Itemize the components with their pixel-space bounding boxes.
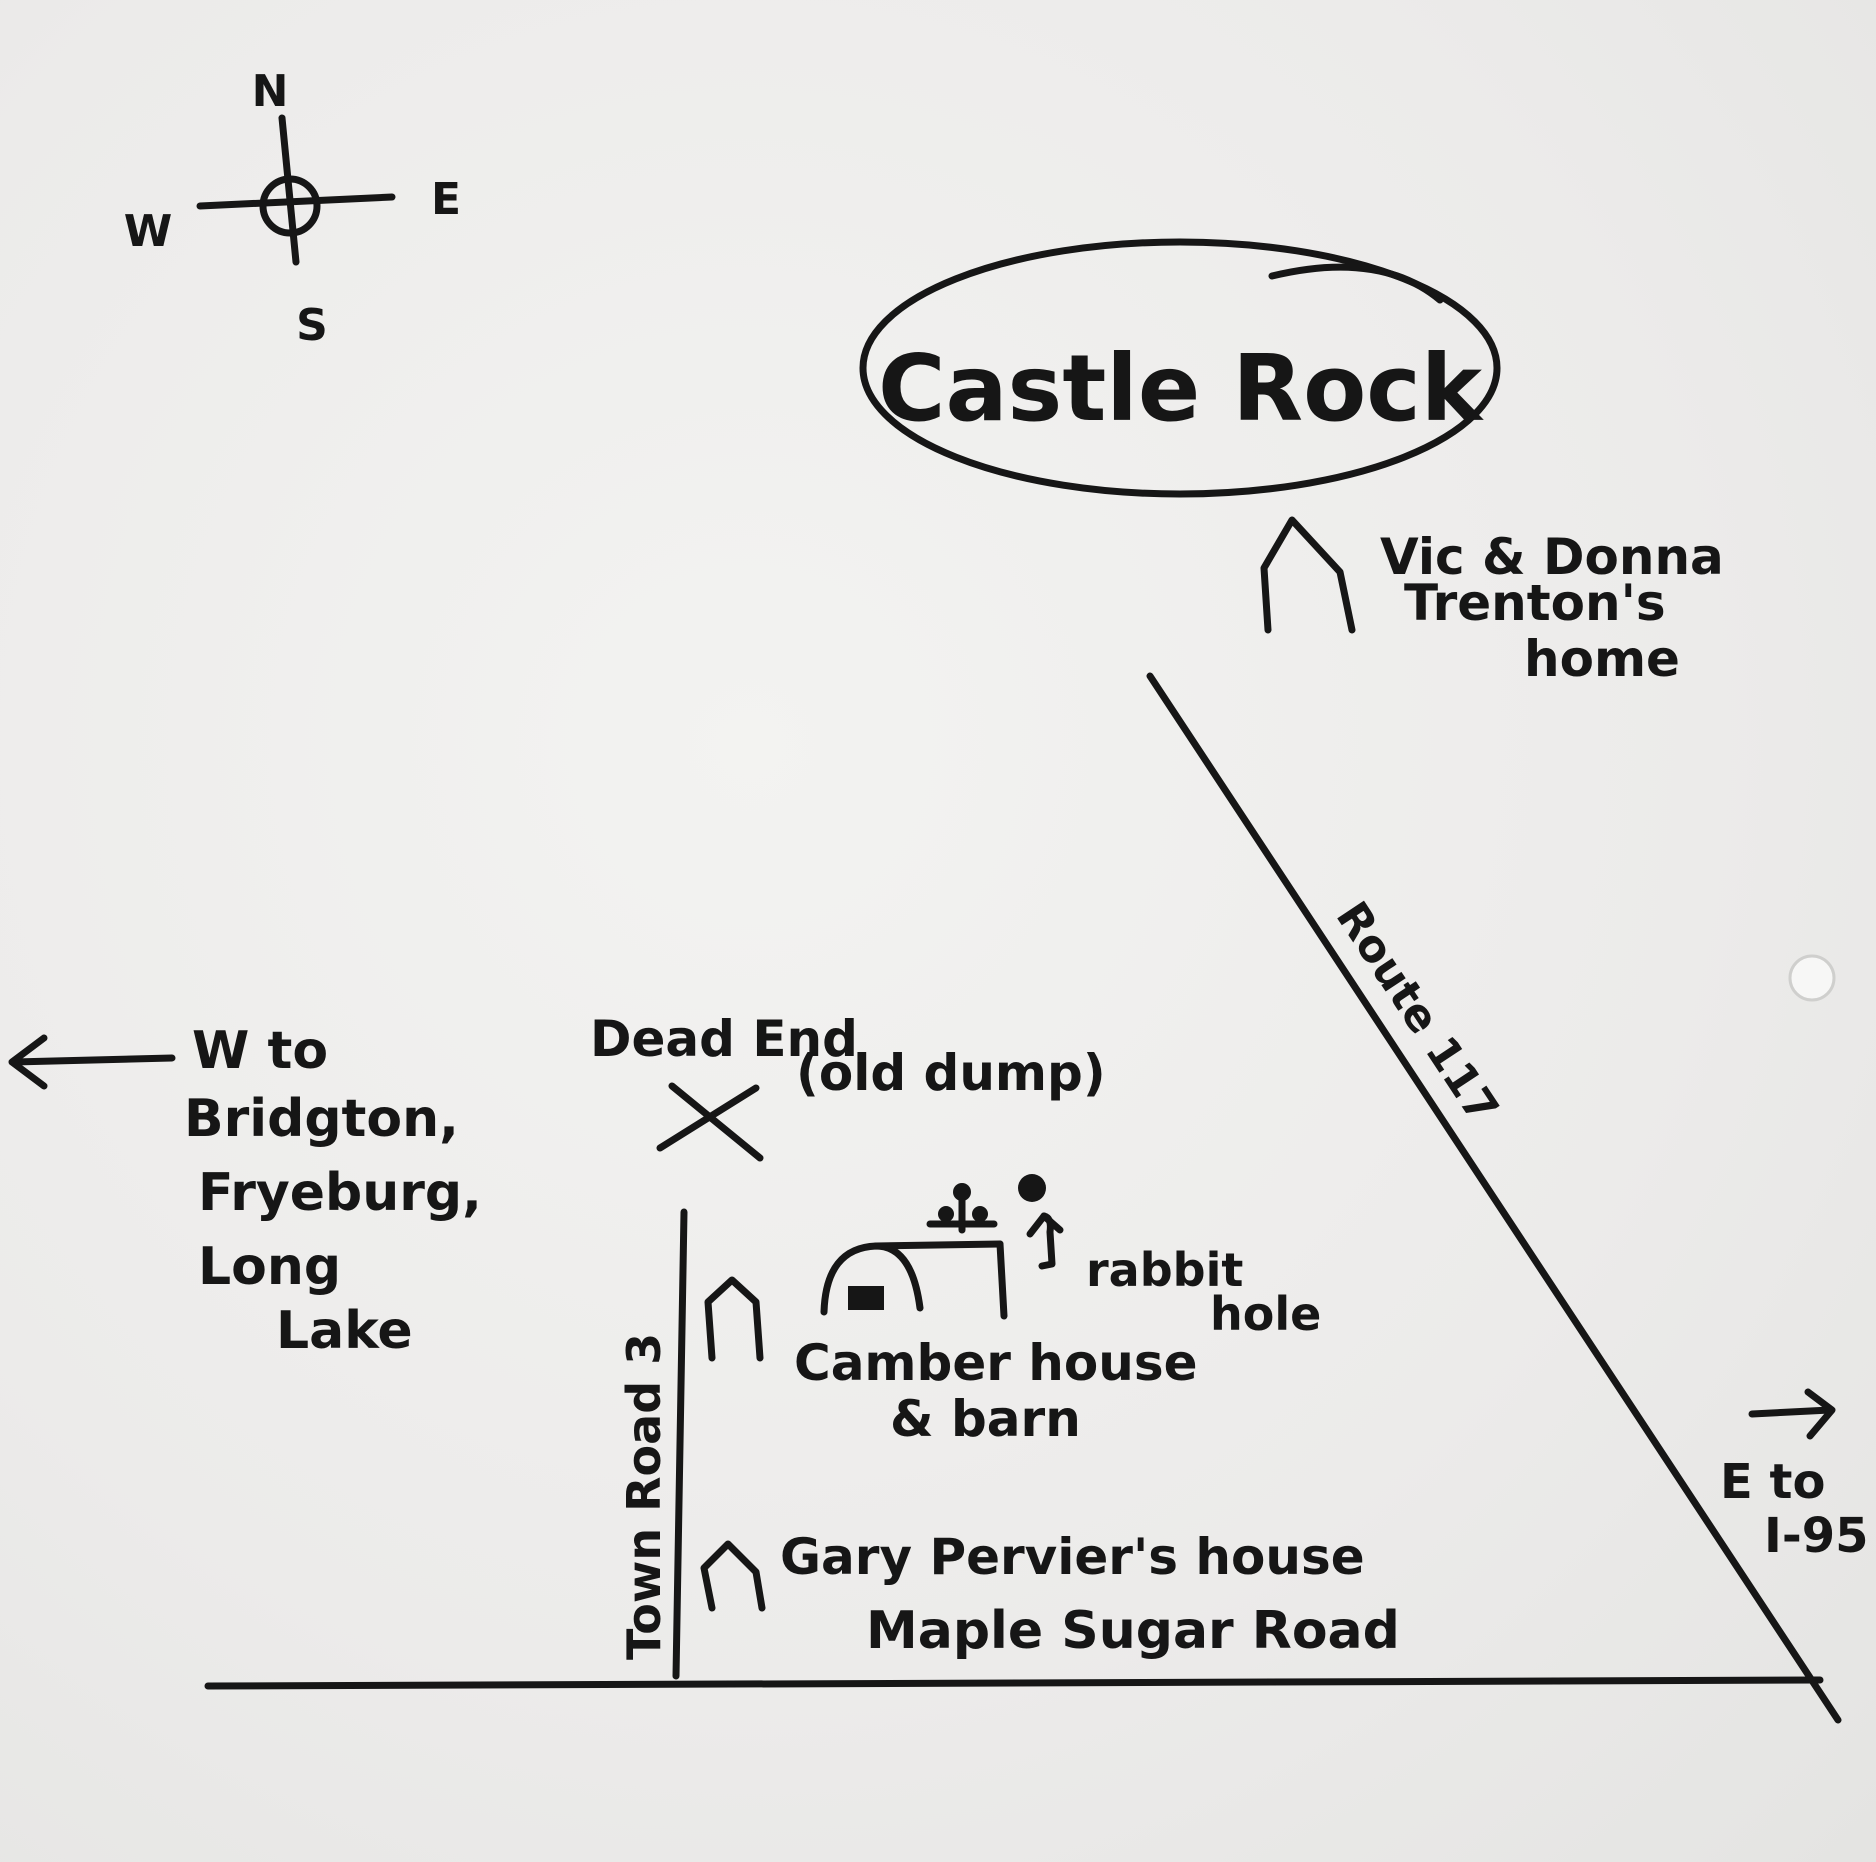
camber-line2: & barn [890, 1390, 1081, 1448]
west-direction-line3: Fryeburg, [198, 1163, 482, 1223]
rabbit-hole-line1: rabbit [1086, 1243, 1243, 1297]
rabbit-hole-dot [1018, 1174, 1046, 1202]
compass-rose-icon [196, 114, 396, 266]
compass-south-label: S [296, 300, 328, 351]
route-117-road [1146, 672, 1842, 1724]
pervier-label: Gary Pervier's house [780, 1528, 1365, 1586]
x-mark-icon [656, 1082, 764, 1162]
arrow-up-icon [1026, 1212, 1064, 1270]
house-icon [1260, 516, 1356, 634]
castle-rock-label: Castle Rock [878, 335, 1484, 442]
house-icon [704, 1276, 764, 1362]
trenton-home-line2: Trenton's [1404, 574, 1666, 632]
trenton-home-line3: home [1524, 630, 1680, 688]
arrow-right-icon [1748, 1388, 1836, 1440]
town-road-3-line [672, 1208, 688, 1680]
east-direction-line2: I-95 [1764, 1508, 1869, 1564]
barn-icon [820, 1240, 1008, 1320]
east-direction-line1: E to [1720, 1454, 1825, 1510]
tree-icon [926, 1183, 998, 1234]
compass-west-label: W [124, 206, 173, 257]
compass-north-label: N [252, 66, 289, 117]
hole-punch [1788, 954, 1836, 1002]
compass-east-label: E [431, 174, 461, 225]
west-direction-line4: Long [198, 1237, 341, 1297]
dead-end-line2: (old dump) [796, 1044, 1106, 1102]
castle-rock-ellipse [859, 238, 1501, 498]
town-road-3-label: Town Road 3 [617, 1333, 671, 1660]
west-direction-line5: Lake [276, 1301, 413, 1361]
maple-sugar-road-label: Maple Sugar Road [866, 1601, 1400, 1661]
maple-sugar-road-line [204, 1676, 1824, 1690]
barn-door [848, 1286, 884, 1310]
west-direction-line2: Bridgton, [184, 1089, 459, 1149]
house-icon [700, 1540, 766, 1612]
camber-line1: Camber house [794, 1334, 1198, 1392]
ellipse-overstroke [1268, 263, 1444, 304]
arrow-left-icon [8, 1034, 176, 1090]
route-117-label: Route 117 [1326, 893, 1508, 1133]
trenton-home-line1: Vic & Donna [1380, 528, 1724, 586]
dead-end-line1: Dead End [590, 1010, 858, 1068]
rabbit-hole-line2: hole [1210, 1287, 1321, 1341]
west-direction-line1: W to [192, 1021, 328, 1081]
